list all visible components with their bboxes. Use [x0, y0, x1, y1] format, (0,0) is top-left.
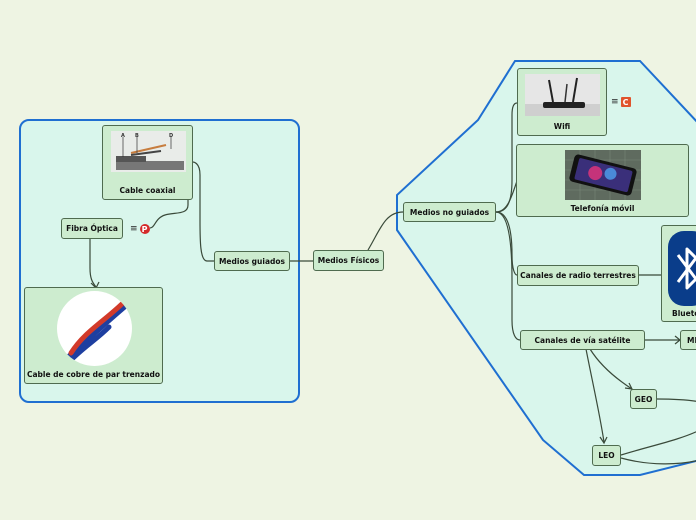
connector-unguided-radio: [495, 211, 518, 276]
bluetooth-logo: [668, 231, 696, 306]
note-icon[interactable]: ≡: [130, 223, 138, 234]
connector-fiber-twisted: [89, 238, 97, 288]
bluetooth-node[interactable]: Blueto: [661, 225, 696, 322]
twisted-pair-label: Cable de cobre de par trenzado: [26, 370, 161, 379]
smartphone-photo: [565, 150, 641, 200]
connector-leo-offscreen-2: [620, 457, 696, 465]
guided-node[interactable]: Medios guiados: [214, 251, 290, 271]
meo-label: ME: [687, 335, 696, 345]
coaxial-label: Cable coaxial: [119, 186, 176, 195]
c-badge-icon[interactable]: C: [620, 97, 631, 107]
svg-text:A: A: [121, 133, 125, 139]
note-icon[interactable]: ≡: [611, 96, 619, 107]
geo-label: GEO: [634, 394, 653, 404]
coaxial-cable-photo: A B D: [111, 131, 186, 172]
connector-coaxial-fiber: [149, 172, 189, 229]
svg-text:B: B: [135, 133, 139, 139]
root-node[interactable]: Medios Físicos: [313, 250, 384, 271]
mobile-label: Telefonía móvil: [570, 204, 635, 213]
unguided-label: Medios no guiados: [409, 207, 490, 217]
wifi-node[interactable]: Wifi: [517, 68, 607, 136]
bluetooth-label: Blueto: [672, 309, 696, 318]
wifi-router-photo: [525, 74, 600, 116]
connector-guided-coaxial: [192, 161, 214, 262]
coaxial-node[interactable]: A B D Cable coaxial: [102, 125, 193, 200]
geo-node[interactable]: GEO: [630, 389, 657, 409]
pinterest-badge-icon[interactable]: P: [139, 224, 150, 234]
fiber-markers: ≡ P: [130, 224, 150, 234]
svg-text:D: D: [169, 133, 173, 139]
connector-unguided-satellite: [495, 211, 521, 341]
wifi-label: Wifi: [553, 122, 571, 131]
connector-satellite-leo: [585, 348, 605, 443]
satellite-node[interactable]: Canales de vía satélite: [520, 330, 645, 350]
unguided-node[interactable]: Medios no guiados: [403, 202, 496, 222]
mobile-node[interactable]: Telefonía móvil: [516, 144, 689, 217]
satellite-label: Canales de vía satélite: [534, 335, 631, 345]
leo-node[interactable]: LEO: [592, 445, 621, 466]
guided-label: Medios guiados: [218, 256, 286, 266]
twisted-pair-cable-photo: [57, 291, 132, 366]
meo-node[interactable]: ME: [680, 330, 696, 350]
connector-root-unguided: [367, 211, 404, 251]
connector-leo-offscreen: [620, 431, 696, 456]
connector-unguided-mobile: [495, 180, 518, 213]
leo-label: LEO: [598, 451, 615, 460]
connector-geo-offscreen: [656, 398, 696, 402]
fiber-label: Fibra Óptica: [66, 224, 118, 233]
root-label: Medios Físicos: [317, 256, 380, 265]
wifi-markers: ≡ C: [611, 97, 631, 107]
radio-node[interactable]: Canales de radio terrestres: [517, 265, 639, 286]
twisted-pair-node[interactable]: Cable de cobre de par trenzado: [24, 287, 163, 384]
fiber-node[interactable]: Fibra Óptica: [61, 218, 123, 239]
radio-label: Canales de radio terrestres: [520, 271, 636, 280]
arrowhead-leo: [599, 436, 608, 445]
connector-satellite-geo: [589, 348, 633, 390]
